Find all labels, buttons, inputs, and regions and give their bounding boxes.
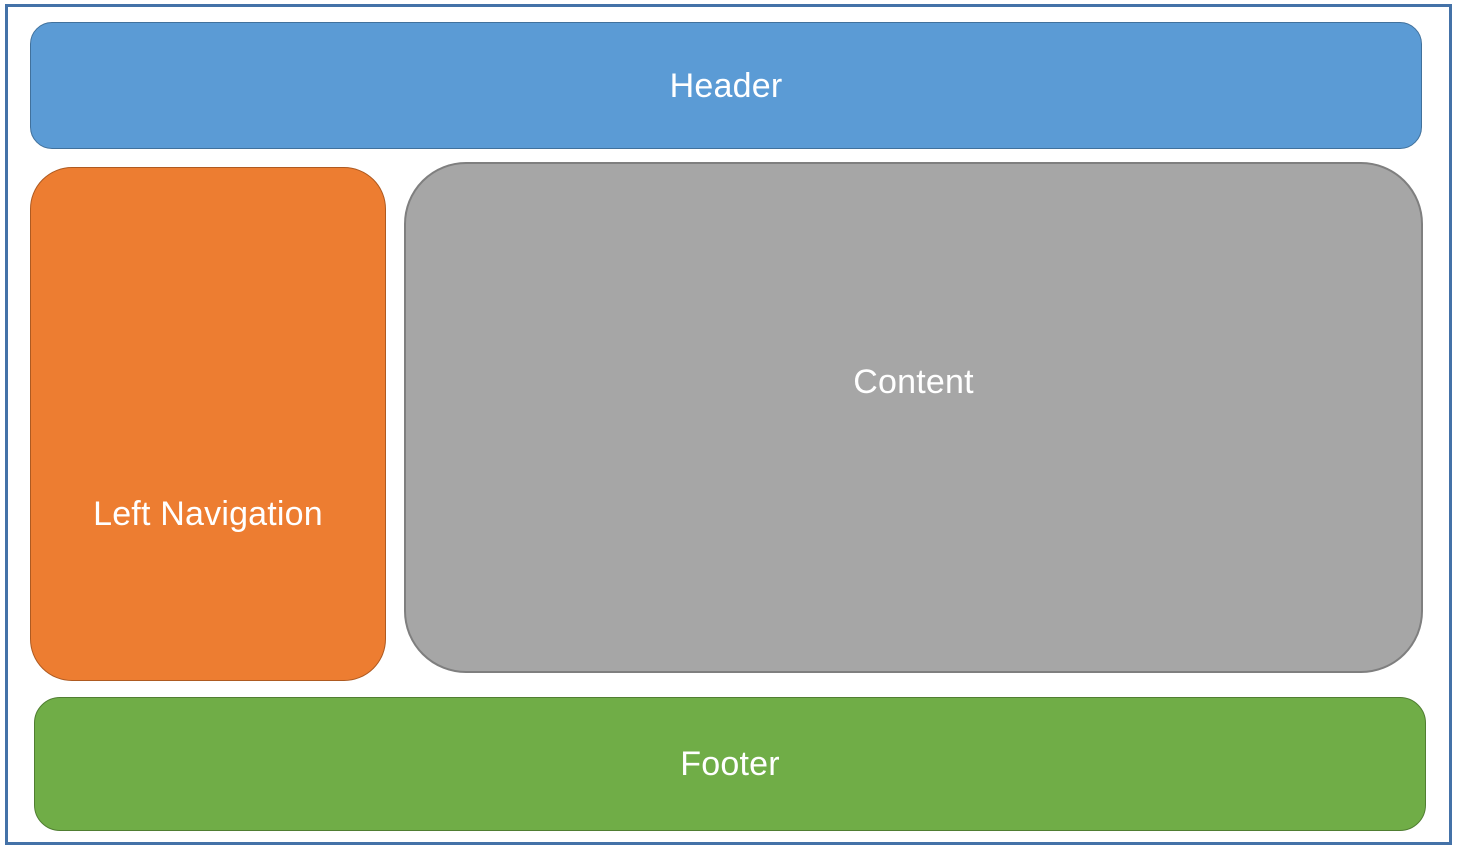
content-region-label: Content: [853, 362, 974, 401]
left-navigation-region[interactable]: Left Navigation: [30, 167, 386, 681]
content-region[interactable]: Content: [404, 162, 1423, 673]
left-navigation-region-label: Left Navigation: [93, 495, 323, 533]
diagram-outer-frame: [5, 4, 1452, 845]
footer-region[interactable]: Footer: [34, 697, 1426, 831]
footer-region-label: Footer: [680, 745, 780, 783]
header-region[interactable]: Header: [30, 22, 1422, 149]
header-region-label: Header: [669, 66, 783, 105]
